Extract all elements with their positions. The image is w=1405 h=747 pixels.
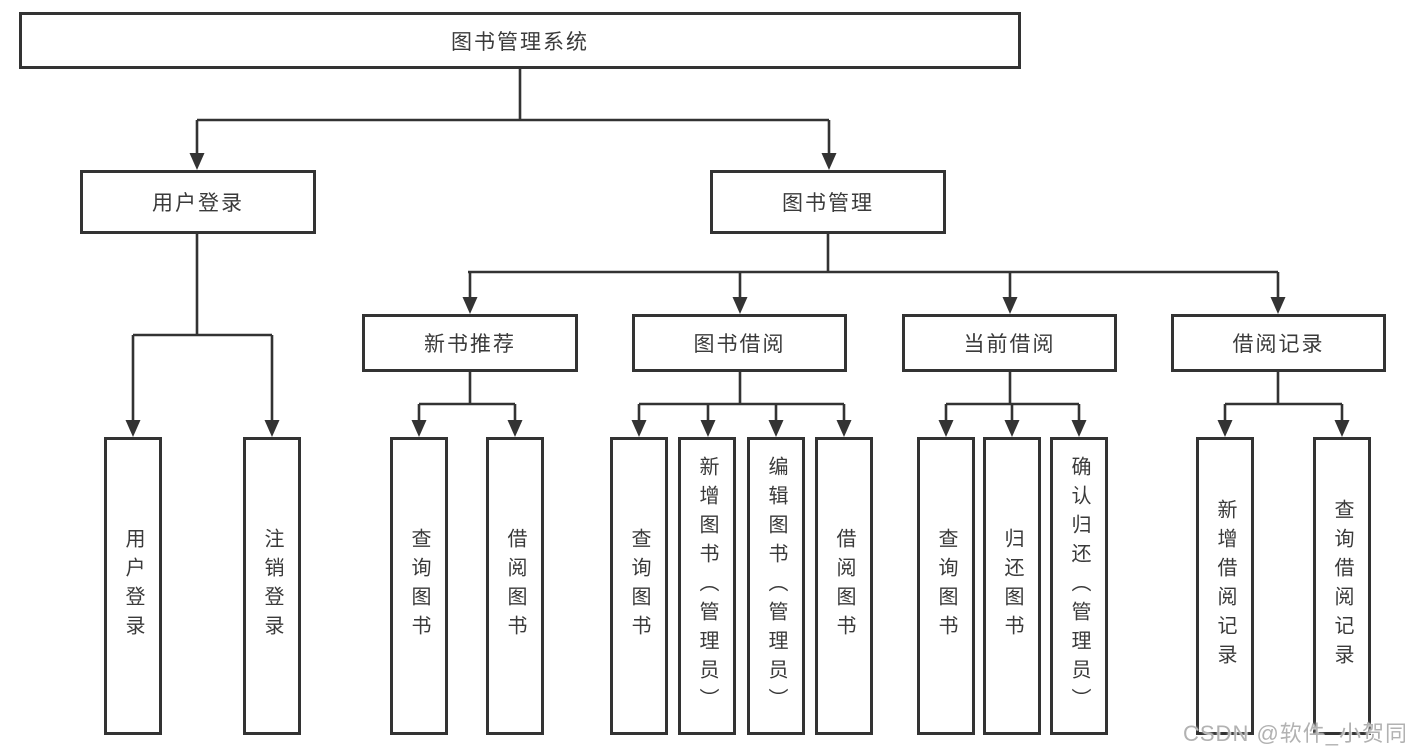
node-user-login: 用户登录 (80, 170, 316, 234)
leaf-user-login: 用户登录 (104, 437, 162, 735)
leaf-label: 新增图书（管理员） (696, 455, 718, 717)
node-library-management-system: 图书管理系统 (19, 12, 1021, 69)
leaf-label: 查询图书 (408, 528, 430, 644)
leaf-logout: 注销登录 (243, 437, 301, 735)
leaf-label: 确认归还（管理员） (1068, 455, 1090, 717)
leaf-label: 查询借阅记录 (1331, 499, 1353, 673)
leaf-return-books: 归还图书 (983, 437, 1041, 735)
leaf-label: 借阅图书 (504, 528, 526, 644)
leaf-query-books-3: 查询图书 (917, 437, 975, 735)
leaf-label: 查询图书 (935, 528, 957, 644)
leaf-label: 注销登录 (261, 528, 283, 644)
leaf-query-borrow-record: 查询借阅记录 (1313, 437, 1371, 735)
node-book-borrowing: 图书借阅 (632, 314, 847, 372)
csdn-watermark: CSDN @软件_小贺同学 (1183, 721, 1405, 746)
node-new-book-recommend: 新书推荐 (362, 314, 578, 372)
node-borrowing-records: 借阅记录 (1171, 314, 1386, 372)
leaf-query-books-1: 查询图书 (390, 437, 448, 735)
leaf-label: 归还图书 (1001, 528, 1023, 644)
leaf-label: 用户登录 (122, 528, 144, 644)
leaf-borrow-books-1: 借阅图书 (486, 437, 544, 735)
leaf-confirm-return-admin: 确认归还（管理员） (1050, 437, 1108, 735)
leaf-add-book-admin: 新增图书（管理员） (678, 437, 736, 735)
leaf-label: 编辑图书（管理员） (765, 455, 787, 717)
node-current-borrowing: 当前借阅 (902, 314, 1117, 372)
leaf-label: 查询图书 (628, 528, 650, 644)
leaf-label: 新增借阅记录 (1214, 499, 1236, 673)
leaf-borrow-books-2: 借阅图书 (815, 437, 873, 735)
leaf-label: 借阅图书 (833, 528, 855, 644)
leaf-query-books-2: 查询图书 (610, 437, 668, 735)
leaf-edit-book-admin: 编辑图书（管理员） (747, 437, 805, 735)
leaf-add-borrow-record: 新增借阅记录 (1196, 437, 1254, 735)
node-book-management: 图书管理 (710, 170, 946, 234)
